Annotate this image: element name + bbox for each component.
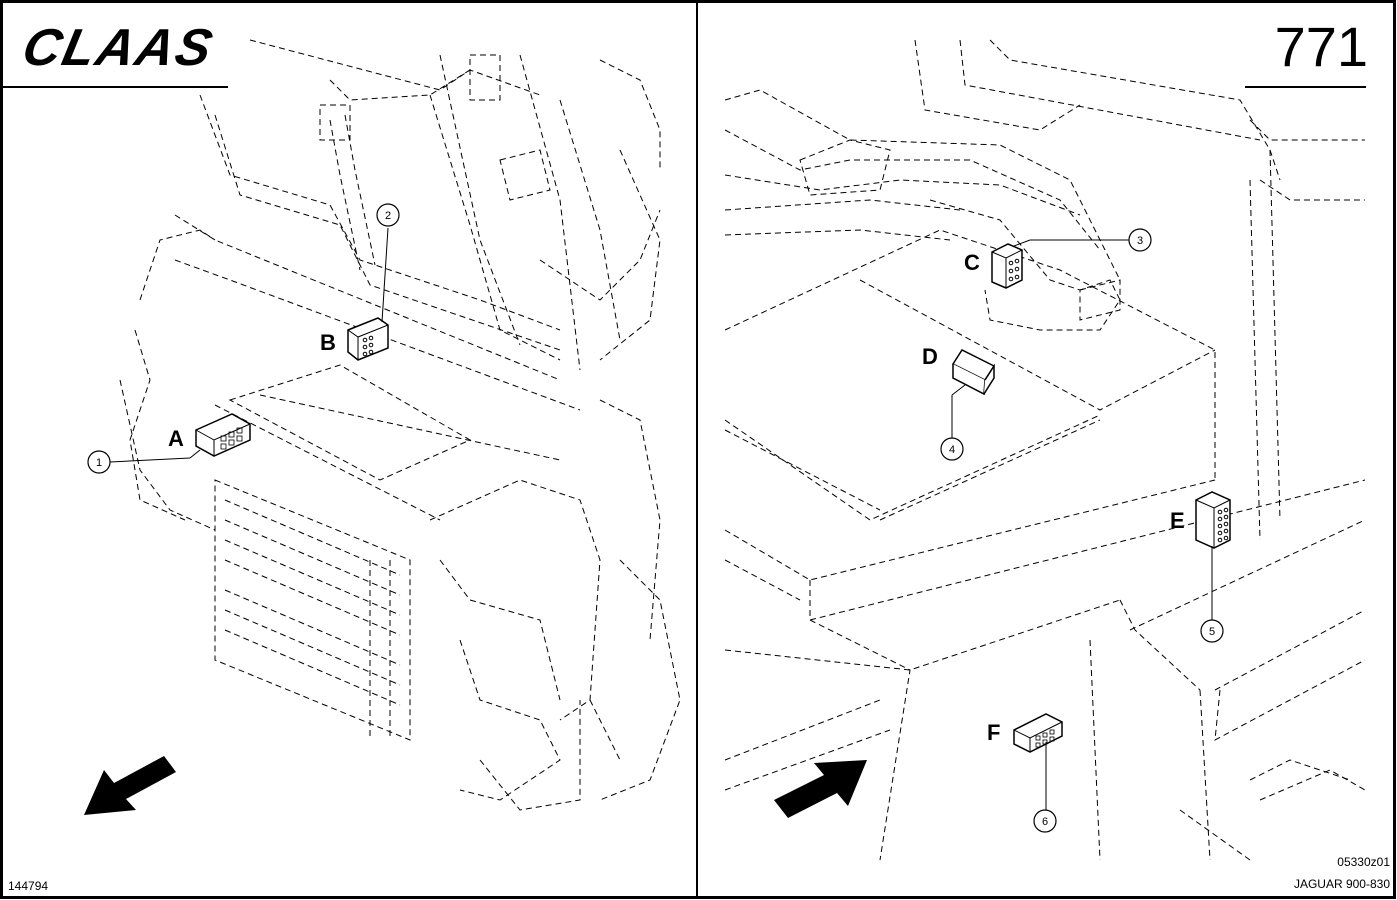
connector-letter-e: E	[1170, 508, 1185, 533]
connector-f[interactable]	[1013, 713, 1063, 753]
callout-circle-6	[1033, 809, 1057, 833]
callout-number-6: 6	[1042, 816, 1048, 828]
footer-model: JAGUAR 900-830	[1294, 877, 1390, 891]
brand-wordmark: CLAAS	[18, 19, 219, 77]
connector-a[interactable]	[195, 413, 251, 457]
callout-number-4: 4	[949, 444, 955, 456]
connector-c[interactable]	[991, 243, 1023, 289]
callout-circle-1	[87, 450, 111, 474]
callout-circle-2	[376, 203, 400, 227]
connector-letter-c: C	[964, 250, 980, 275]
leader-line-2	[381, 227, 389, 323]
callout-circle-3	[1128, 228, 1152, 252]
connector-e[interactable]	[1195, 491, 1231, 549]
callout-number-1: 1	[96, 457, 102, 469]
callout-number-3: 3	[1137, 235, 1143, 247]
callout-circle-4	[940, 437, 964, 461]
travel-direction-arrow-right	[774, 760, 867, 818]
connector-d[interactable]	[951, 349, 996, 396]
leader-line-1b	[189, 449, 201, 459]
connector-letter-d: D	[922, 344, 938, 369]
right-machine-drawing	[724, 39, 1366, 861]
connector-letter-a: A	[168, 426, 184, 451]
footer-left-code: 144794	[8, 879, 48, 893]
footer-drawing-code: 05330z01	[1337, 855, 1390, 869]
connector-b[interactable]	[347, 317, 389, 361]
claas-logo: CLAAS	[18, 19, 219, 77]
callout-number-2: 2	[385, 210, 391, 222]
leader-line-4	[951, 384, 966, 396]
callout-number-5: 5	[1209, 626, 1215, 638]
leader-line-1	[109, 457, 191, 463]
leader-line-3	[1013, 239, 1031, 247]
callout-circle-5	[1200, 619, 1224, 643]
page-number: 771	[1275, 15, 1368, 78]
travel-direction-arrow-left	[84, 756, 176, 815]
connector-letter-f: F	[987, 720, 1000, 745]
connector-letter-b: B	[320, 330, 336, 355]
left-machine-drawing	[119, 39, 681, 811]
